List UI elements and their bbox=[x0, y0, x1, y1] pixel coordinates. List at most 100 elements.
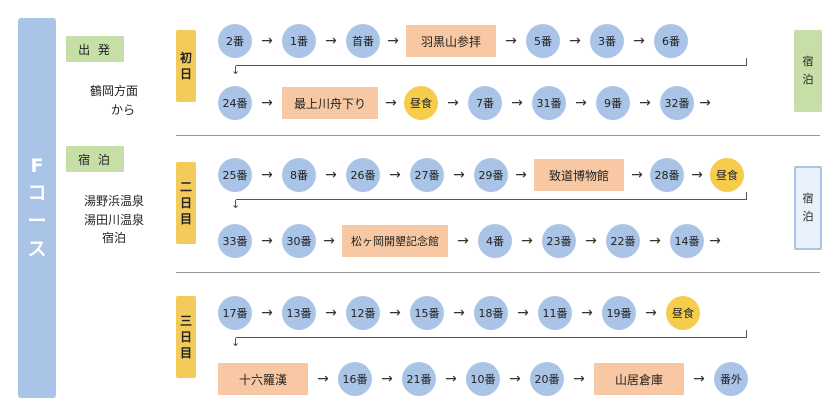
arrow-right-icon: → bbox=[317, 371, 329, 387]
stay-line: 湯野浜温泉 bbox=[83, 194, 144, 208]
day-divider bbox=[176, 135, 820, 136]
route-day3-row2: 十六羅漢 → 16番 → 21番 → 10番 → 20番 → 山居倉庫 → 番外 bbox=[218, 362, 748, 396]
temple-stop: 4番 bbox=[478, 224, 512, 258]
attraction-stop: 山居倉庫 bbox=[594, 363, 684, 395]
stay-char: 泊 bbox=[802, 210, 814, 223]
arrow-right-icon: → bbox=[693, 371, 705, 387]
temple-stop: 首番 bbox=[346, 24, 380, 58]
arrow-right-icon: → bbox=[699, 95, 711, 111]
temple-stop: 32番 bbox=[660, 86, 694, 120]
temple-stop: 12番 bbox=[346, 296, 380, 330]
temple-stop: 27番 bbox=[410, 158, 444, 192]
attraction-stop: 十六羅漢 bbox=[218, 363, 308, 395]
course-char: ー bbox=[27, 210, 47, 232]
arrow-right-icon: → bbox=[389, 167, 401, 183]
arrow-right-icon: → bbox=[645, 305, 657, 321]
day-char: 目 bbox=[179, 212, 192, 227]
arrow-right-icon: → bbox=[517, 305, 529, 321]
arrow-right-icon: → bbox=[261, 33, 273, 49]
overnight-stay-box: 宿 泊 bbox=[794, 30, 822, 112]
arrow-right-icon: → bbox=[691, 167, 703, 183]
temple-stop: 6番 bbox=[654, 24, 688, 58]
temple-stop: 21番 bbox=[402, 362, 436, 396]
temple-stop: 20番 bbox=[530, 362, 564, 396]
temple-stop: 2番 bbox=[218, 24, 252, 58]
temple-stop: 26番 bbox=[346, 158, 380, 192]
temple-stop: 番外 bbox=[714, 362, 748, 396]
arrow-right-icon: → bbox=[569, 33, 581, 49]
arrow-right-icon: → bbox=[261, 167, 273, 183]
stay-line: 湯田川温泉 bbox=[83, 212, 144, 227]
temple-stop: 28番 bbox=[650, 158, 684, 192]
temple-stop: 10番 bbox=[466, 362, 500, 396]
temple-stop: 7番 bbox=[468, 86, 502, 120]
course-label: F コ ー ス bbox=[18, 18, 56, 398]
temple-stop: 31番 bbox=[532, 86, 566, 120]
arrow-right-icon: → bbox=[581, 305, 593, 321]
arrow-right-icon: → bbox=[261, 95, 273, 111]
arrow-right-icon: → bbox=[445, 371, 457, 387]
course-char: コ bbox=[27, 182, 47, 205]
departure-line: から bbox=[110, 102, 135, 117]
row-connector bbox=[236, 58, 747, 66]
departure-line: 鶴岡方面 bbox=[89, 84, 138, 98]
temple-stop: 17番 bbox=[218, 296, 252, 330]
arrow-right-icon: → bbox=[709, 233, 721, 249]
day-char: 初 bbox=[179, 50, 192, 65]
stay-char: 泊 bbox=[802, 73, 814, 86]
route-day3-row1: 17番 → 13番 → 12番 → 15番 → 18番 → 11番 → 19番 … bbox=[218, 296, 700, 330]
lunch-stop: 昼食 bbox=[666, 296, 700, 330]
day-2-label: 二 日 目 bbox=[176, 162, 196, 244]
stay-char: 宿 bbox=[802, 55, 814, 69]
arrow-right-icon: → bbox=[585, 233, 597, 249]
row-connector bbox=[236, 330, 747, 338]
day-1-label: 初 日 bbox=[176, 30, 196, 102]
temple-stop: 18番 bbox=[474, 296, 508, 330]
stay-label: 宿 泊 bbox=[66, 146, 124, 172]
temple-stop: 25番 bbox=[218, 158, 252, 192]
temple-stop: 14番 bbox=[670, 224, 704, 258]
temple-stop: 13番 bbox=[282, 296, 316, 330]
arrow-right-icon: → bbox=[261, 305, 273, 321]
day-char: 三 bbox=[179, 313, 192, 328]
arrow-right-icon: → bbox=[447, 95, 459, 111]
arrow-right-icon: → bbox=[385, 95, 397, 111]
temple-stop: 19番 bbox=[602, 296, 636, 330]
temple-stop: 33番 bbox=[218, 224, 252, 258]
arrow-right-icon: → bbox=[575, 95, 587, 111]
attraction-stop: 松ヶ岡開墾記念館 bbox=[342, 225, 448, 257]
temple-stop: 16番 bbox=[338, 362, 372, 396]
arrow-right-icon: → bbox=[509, 371, 521, 387]
arrow-right-icon: → bbox=[457, 233, 469, 249]
temple-stop: 30番 bbox=[282, 224, 316, 258]
day-char: 日 bbox=[179, 329, 192, 344]
day-char: 目 bbox=[179, 346, 192, 361]
temple-stop: 24番 bbox=[218, 86, 252, 120]
arrow-right-icon: → bbox=[511, 95, 523, 111]
stay-char: 宿 bbox=[802, 192, 814, 206]
arrow-right-icon: → bbox=[521, 233, 533, 249]
arrow-right-icon: → bbox=[633, 33, 645, 49]
departure-label: 出 発 bbox=[66, 36, 124, 62]
attraction-stop: 致道博物館 bbox=[534, 159, 624, 191]
lunch-stop: 昼食 bbox=[404, 86, 438, 120]
temple-stop: 5番 bbox=[526, 24, 560, 58]
temple-stop: 11番 bbox=[538, 296, 572, 330]
temple-stop: 8番 bbox=[282, 158, 316, 192]
arrow-right-icon: → bbox=[573, 371, 585, 387]
arrow-right-icon: → bbox=[515, 167, 527, 183]
stay-line: 宿泊 bbox=[101, 231, 126, 246]
temple-stop: 1番 bbox=[282, 24, 316, 58]
temple-stop: 9番 bbox=[596, 86, 630, 120]
overnight-stay-box: 宿 泊 bbox=[794, 166, 822, 250]
stay-text: 湯野浜温泉 湯田川温泉 宿泊 bbox=[66, 192, 162, 248]
arrow-down-icon: ↓ bbox=[231, 198, 241, 211]
day-divider bbox=[176, 272, 820, 273]
arrow-right-icon: → bbox=[323, 233, 335, 249]
arrow-right-icon: → bbox=[261, 233, 273, 249]
arrow-down-icon: ↓ bbox=[231, 336, 241, 349]
temple-stop: 15番 bbox=[410, 296, 444, 330]
arrow-right-icon: → bbox=[639, 95, 651, 111]
arrow-right-icon: → bbox=[387, 33, 399, 49]
day-char: 日 bbox=[179, 67, 192, 81]
